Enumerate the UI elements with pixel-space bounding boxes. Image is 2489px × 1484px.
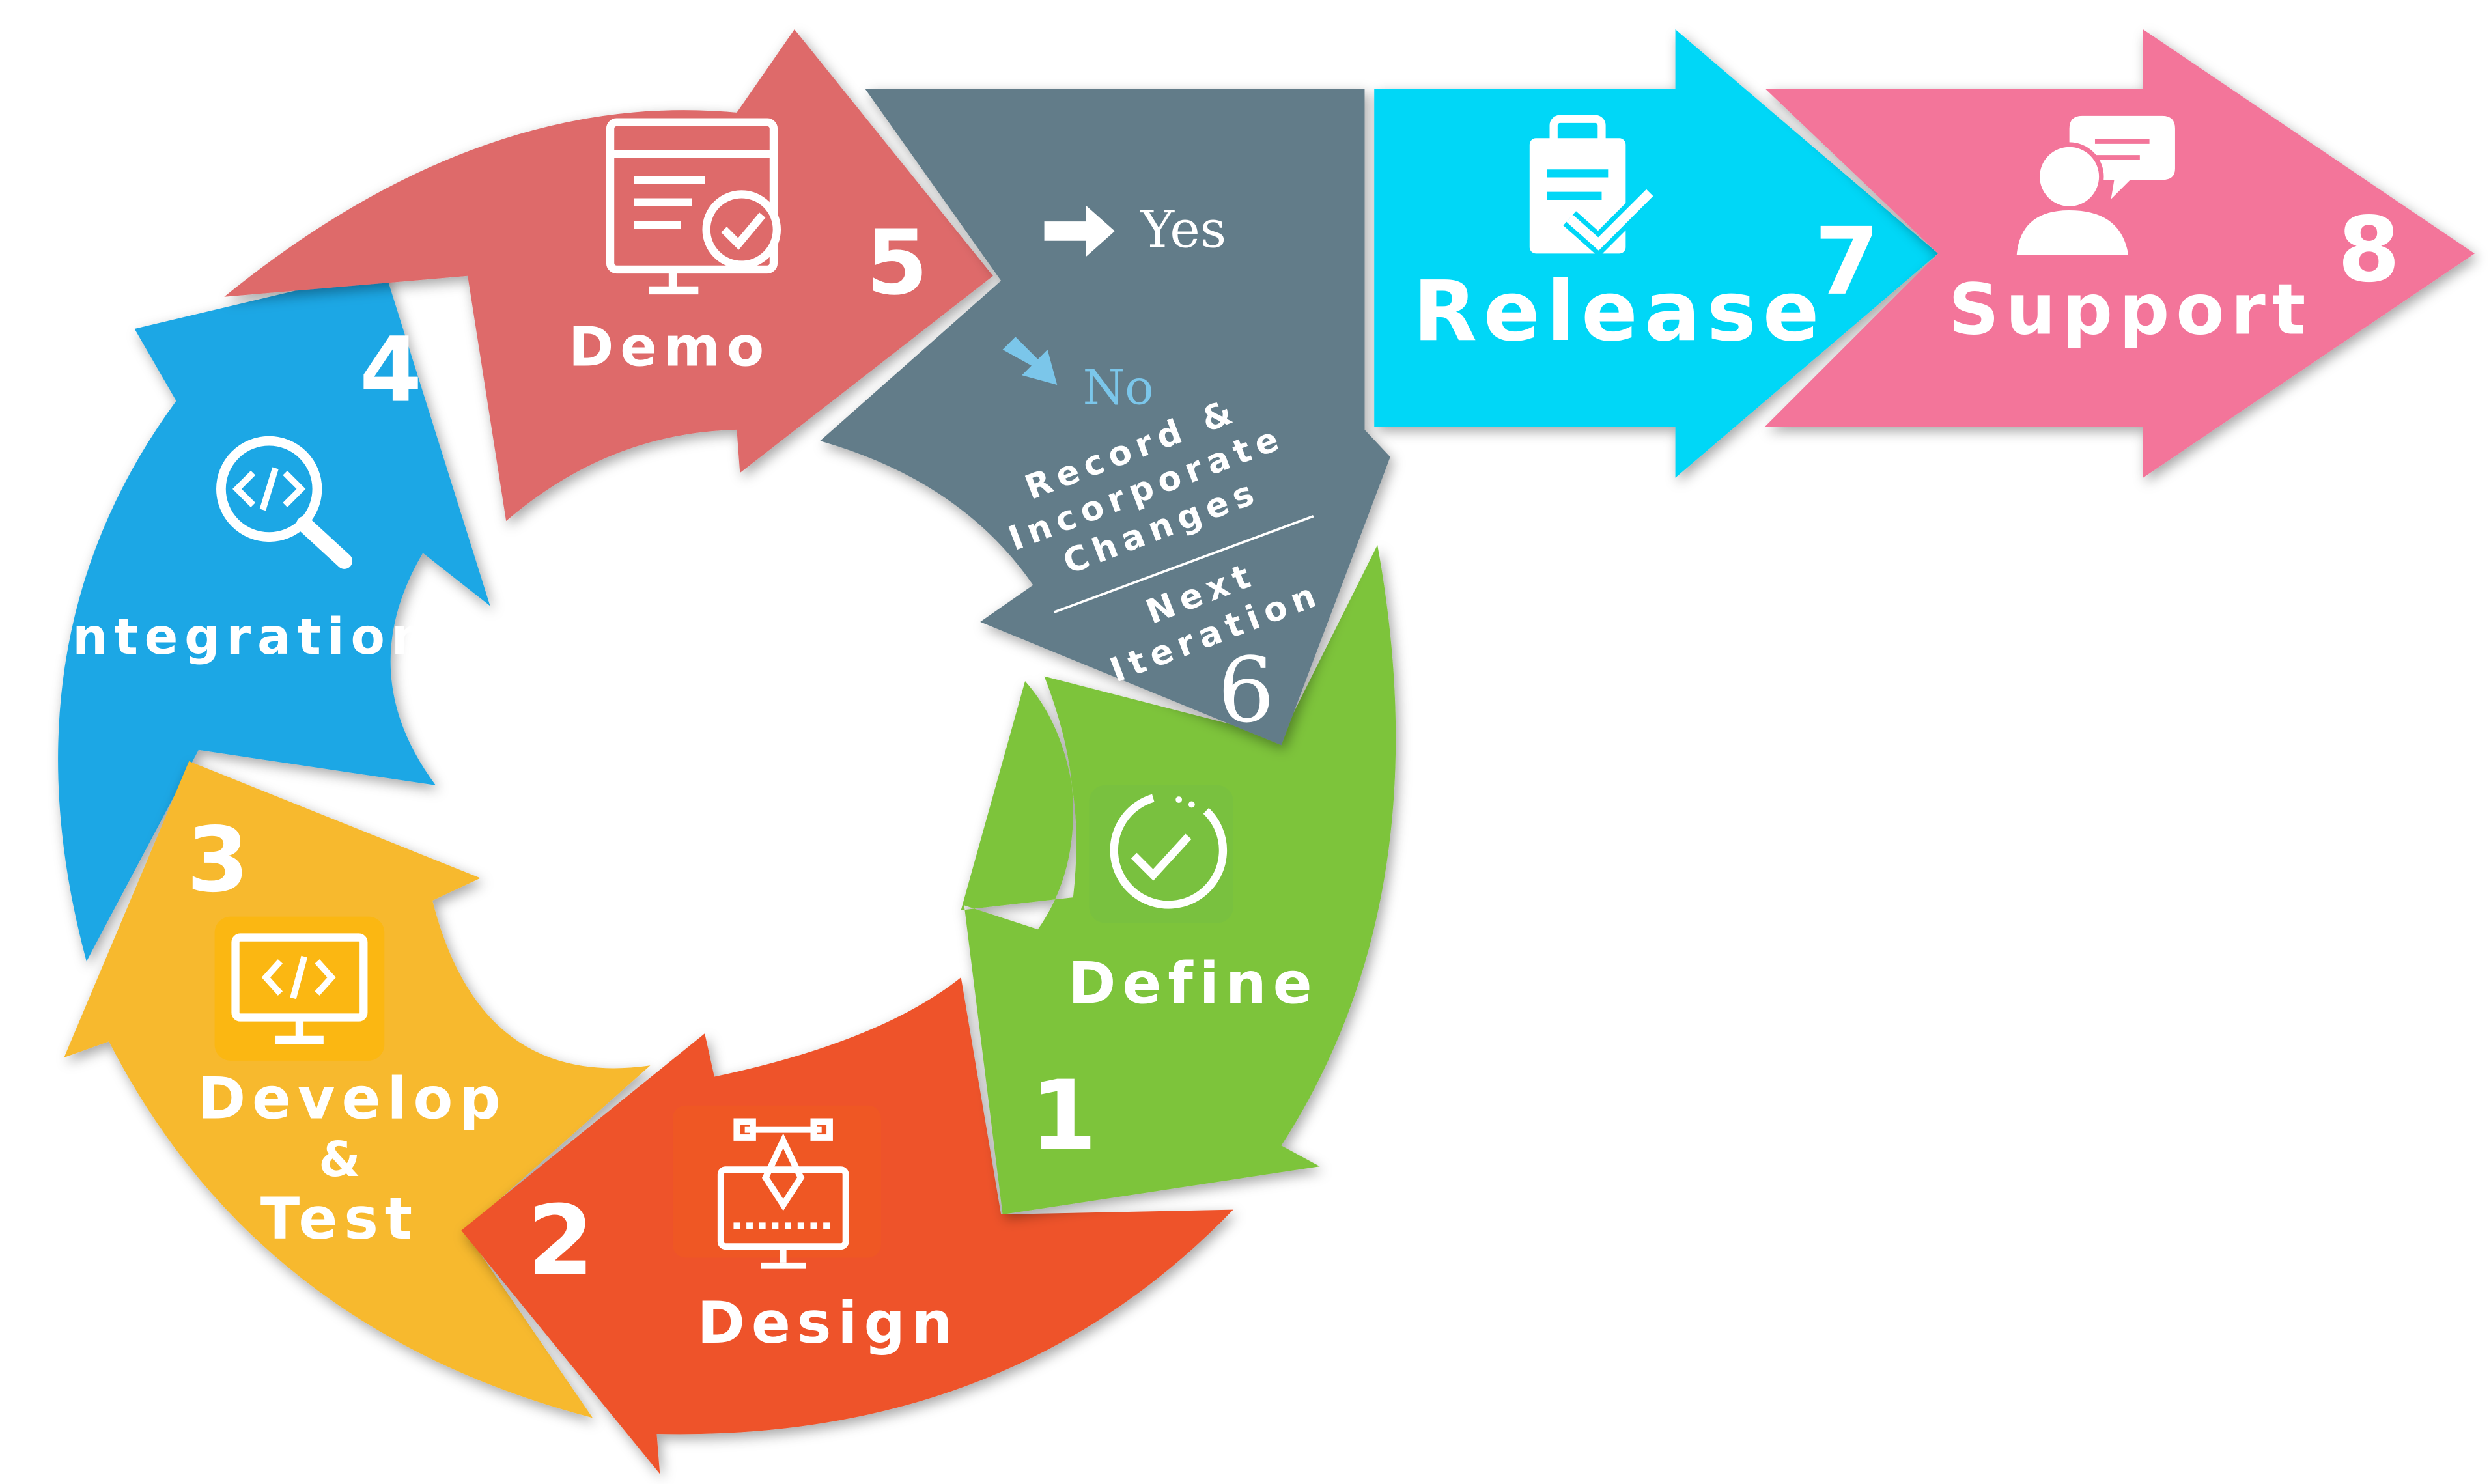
stage-release <box>1374 29 1938 478</box>
step-number: 6 <box>1218 639 1275 743</box>
step-number: 5 <box>865 211 928 315</box>
yes-arrow-icon <box>1044 205 1115 257</box>
step-number: 1 <box>1030 1059 1097 1171</box>
decision-yes: Yes <box>1140 200 1226 260</box>
stage-label: Demo <box>569 315 770 379</box>
stage-label: Support <box>1948 268 2312 350</box>
review-divider <box>1053 514 1314 614</box>
no-arrow-icon <box>1002 337 1058 385</box>
check-circle-icon <box>1089 785 1233 923</box>
stage-review <box>820 89 1390 746</box>
step-number: 2 <box>527 1184 594 1296</box>
stage-integration <box>58 269 490 962</box>
stage-label: Release <box>1413 263 1826 360</box>
stage-label: Integration <box>48 608 433 665</box>
stage-label: Define <box>1068 949 1319 1016</box>
design-pen-monitor-icon <box>672 1105 881 1269</box>
decision-no: No <box>1083 361 1154 416</box>
browser-check-icon <box>606 118 781 295</box>
step-number: 7 <box>1814 208 1879 316</box>
stage-label: & <box>318 1132 367 1188</box>
stage-label: Design <box>697 1289 959 1356</box>
stage-develop-test <box>64 761 651 1418</box>
step-number: 8 <box>2338 198 2400 302</box>
support-person-chat-icon <box>2013 115 2175 259</box>
code-search-icon <box>216 436 353 569</box>
step-number: 4 <box>359 318 422 423</box>
clipboard-check-icon <box>1529 115 1657 257</box>
stage-label: Develop <box>198 1065 507 1132</box>
stage-demo <box>224 29 993 522</box>
step-number: 3 <box>187 808 249 912</box>
stage-label: Test <box>260 1185 419 1252</box>
code-monitor-icon <box>214 916 385 1061</box>
